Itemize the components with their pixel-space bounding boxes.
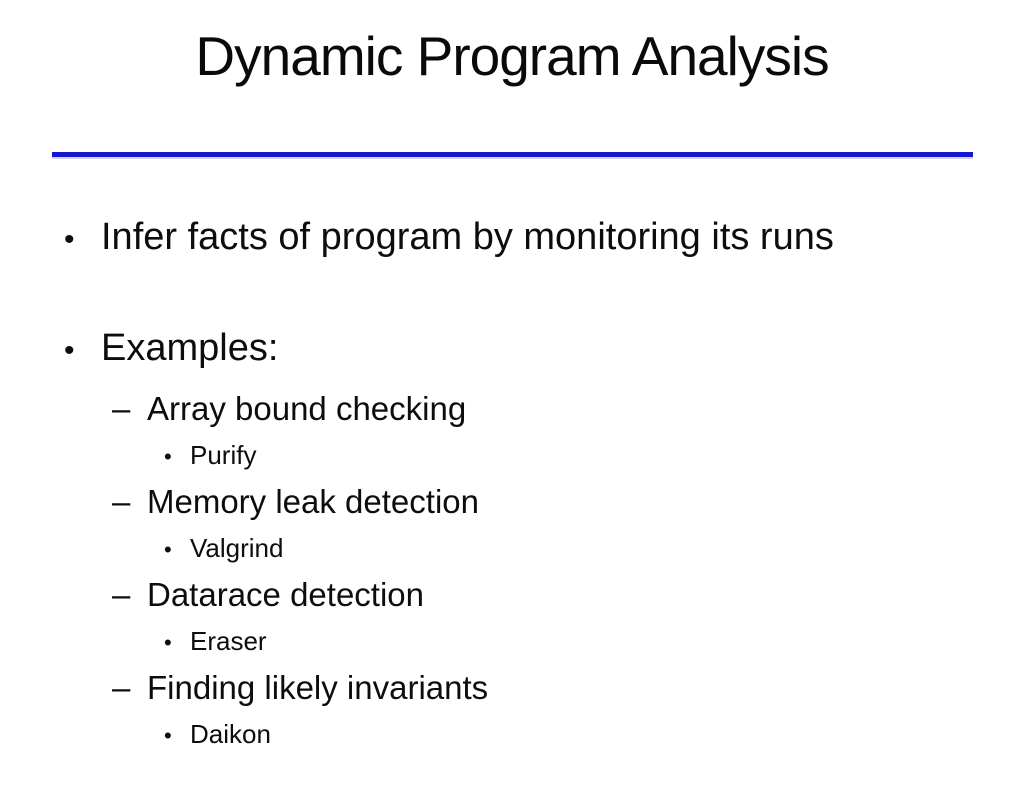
slide: Dynamic Program Analysis • Infer facts o… [0, 26, 1024, 794]
bullet-text: Infer facts of program by monitoring its… [101, 216, 834, 258]
bullet-item-level1: • Examples: [0, 325, 1024, 374]
bullet-marker: • [164, 630, 172, 655]
dash-marker: – [112, 576, 131, 613]
bullet-marker: • [64, 223, 75, 256]
bullet-text: Datarace detection [147, 576, 425, 613]
title-divider-rule [52, 152, 973, 157]
bullet-marker: • [164, 537, 172, 562]
dash-marker: – [112, 483, 131, 520]
bullet-text: Daikon [190, 719, 271, 749]
bullet-item-level3: • Valgrind [0, 528, 1024, 570]
bullet-item-level3: • Purify [0, 435, 1024, 477]
bullet-text: Array bound checking [147, 390, 467, 427]
dash-marker: – [112, 390, 131, 427]
bullet-marker: • [164, 444, 172, 469]
bullet-item-level1: • Infer facts of program by monitoring i… [0, 214, 1024, 263]
bullet-item-level3: • Eraser [0, 621, 1024, 663]
bullet-text: Examples: [101, 327, 279, 369]
bullet-text: Memory leak detection [147, 483, 479, 520]
dash-marker: – [112, 669, 131, 706]
bullet-item-level2: – Datarace detection [0, 573, 1024, 617]
bullet-list: • Infer facts of program by monitoring i… [0, 214, 1024, 756]
bullet-text: Finding likely invariants [147, 669, 489, 706]
slide-title: Dynamic Program Analysis [195, 25, 829, 87]
bullet-text: Valgrind [190, 533, 284, 563]
bullet-marker: • [164, 723, 172, 748]
bullet-marker: • [64, 334, 75, 367]
bullet-item-level2: – Memory leak detection [0, 480, 1024, 524]
bullet-item-level2: – Array bound checking [0, 387, 1024, 431]
bullet-text: Eraser [190, 626, 267, 656]
bullet-text: Purify [190, 440, 257, 470]
bullet-item-level3: • Daikon [0, 714, 1024, 756]
bullet-item-level2: – Finding likely invariants [0, 666, 1024, 710]
